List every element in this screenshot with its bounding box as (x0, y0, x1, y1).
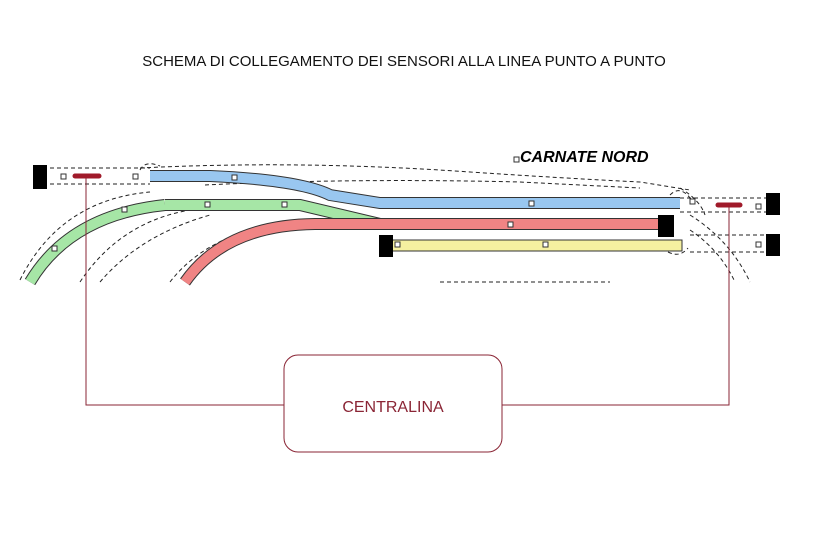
yellow-track (379, 235, 683, 257)
controller-label: CENTRALINA (342, 399, 444, 416)
red-track-line (180, 219, 665, 285)
sensor-point (60, 173, 67, 180)
wire-left (85, 178, 284, 406)
sensor-point (542, 241, 549, 248)
green-track-curve (25, 200, 166, 285)
buffer-stop (379, 235, 393, 257)
blue-track (150, 170, 696, 209)
sensor-point (231, 174, 238, 181)
controller-box (283, 354, 503, 453)
red-track (180, 215, 674, 286)
green-track (24, 199, 382, 286)
station-marker (513, 156, 520, 163)
blue-track-line (150, 171, 680, 208)
yellow-track-line (389, 239, 683, 252)
sensor-point (204, 201, 211, 208)
sensor-point (528, 200, 535, 207)
buffer-stop (658, 215, 674, 237)
diagram-title: SCHEMA DI COLLEGAMENTO DEI SENSORI ALLA … (142, 53, 666, 70)
buffer-stop (766, 234, 780, 256)
buffer-stop (33, 165, 47, 189)
wire-right (502, 207, 730, 406)
buffer-stop (766, 193, 780, 215)
sensor-point (121, 206, 128, 213)
sensor-point (394, 241, 401, 248)
sensor-point (281, 201, 288, 208)
station-label: CARNATE NORD (520, 149, 649, 166)
sensor-point (755, 241, 762, 248)
sensor-point (51, 245, 58, 252)
sensor-point (132, 173, 139, 180)
sensor-point (689, 198, 696, 205)
sensor-point (507, 221, 514, 228)
sensor-point (755, 203, 762, 210)
